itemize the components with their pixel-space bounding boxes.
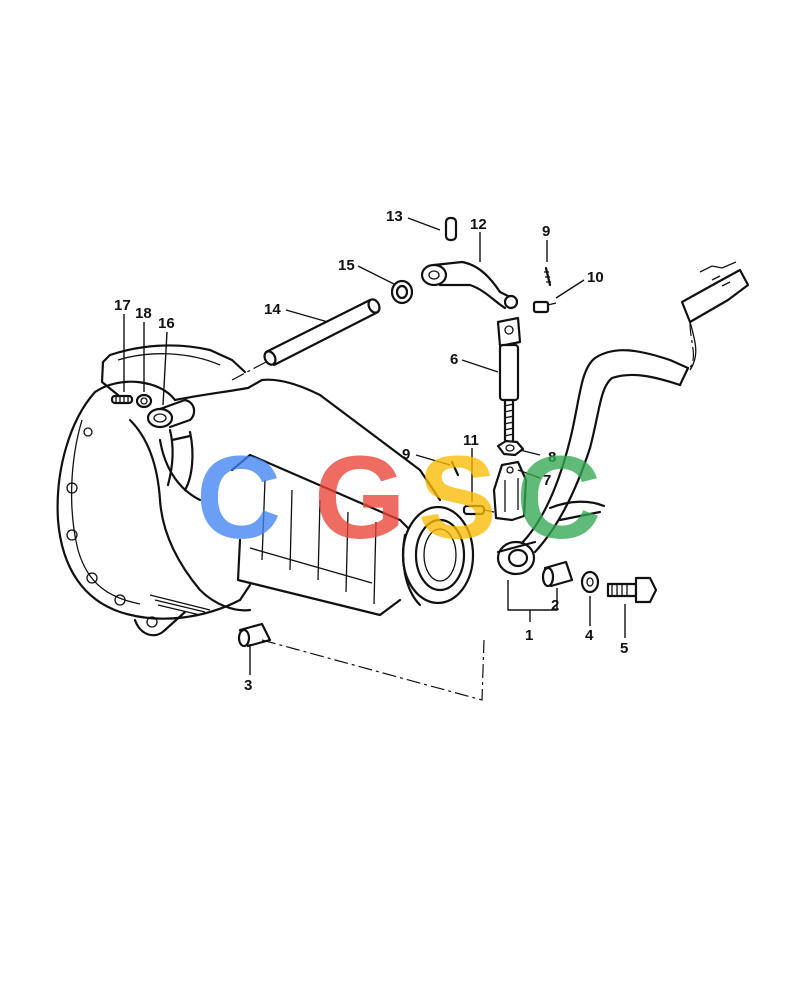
- watermark-letter-c2: C: [516, 432, 601, 564]
- callout-15: 15: [338, 257, 355, 274]
- part-18-plug: [135, 393, 153, 409]
- callout-9-top: 9: [542, 223, 550, 240]
- part-12-lever: [420, 260, 519, 310]
- callout-11: 11: [463, 432, 479, 449]
- callout-6: 6: [450, 351, 458, 368]
- part-6-rod: [496, 316, 522, 442]
- pedal-assembly-line: [685, 321, 695, 373]
- watermark-letter-g: G: [314, 432, 406, 564]
- part-5-bolt: [606, 576, 658, 604]
- part-14-shaft: [231, 298, 381, 381]
- cgsc-watermark: C G S C: [196, 432, 601, 564]
- callout-17: 17: [114, 297, 131, 314]
- callout-2: 2: [551, 597, 559, 614]
- callout-8: 8: [548, 449, 556, 466]
- part-3-bushing: [237, 622, 272, 648]
- part-13-pin: [444, 216, 458, 242]
- callout-1: 1: [525, 627, 533, 644]
- part-16-boss: [146, 398, 196, 429]
- callout-9-mid: 9: [402, 446, 410, 463]
- watermark-letter-c1: C: [196, 432, 281, 564]
- part-9-pin-mid: [450, 460, 460, 477]
- transmission-housing: [56, 344, 475, 637]
- part-15-seal: [390, 279, 414, 305]
- part-11-pin: [462, 504, 495, 516]
- callout-13: 13: [386, 208, 403, 225]
- part-17-pin: [110, 394, 134, 405]
- part-2-bushing: [541, 560, 574, 588]
- callout-5: 5: [620, 640, 628, 657]
- callout-3: 3: [244, 677, 252, 694]
- callout-16: 16: [158, 315, 175, 332]
- clutch-pedal-arm: [496, 261, 750, 576]
- watermark-letter-s: S: [418, 432, 497, 564]
- callout-12: 12: [470, 216, 487, 233]
- callout-labels: 13 12 9 10 15 14 17 18 16 6 9 11 8 7 2 1…: [114, 208, 628, 694]
- part-4-washer: [580, 570, 600, 594]
- assembly-line: [261, 639, 485, 701]
- callout-7: 7: [543, 472, 551, 489]
- part-10-bolt: [532, 300, 557, 314]
- callout-4: 4: [585, 627, 594, 644]
- part-7-clevis: [492, 460, 528, 522]
- callout-14: 14: [264, 301, 281, 318]
- callout-18: 18: [135, 305, 152, 322]
- part-8-nut: [496, 439, 525, 457]
- part-9-pin-top: [544, 266, 552, 287]
- callout-10: 10: [587, 269, 604, 286]
- leader-lines: [123, 217, 626, 675]
